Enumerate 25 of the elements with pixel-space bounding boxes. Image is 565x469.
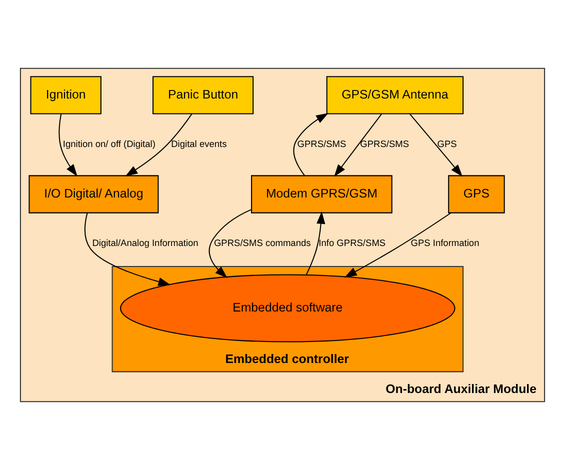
node-box: GPS	[448, 174, 505, 213]
edge-label: Ignition on/ off (Digital)	[62, 138, 156, 148]
edge-label: Digital/Analog Information	[92, 238, 198, 248]
node-box: I/O Digital/ Analog	[28, 174, 159, 213]
edge-label: Digital events	[171, 138, 227, 148]
edge-label: GPRS/SMS	[297, 138, 346, 148]
edge-label: GPRS/SMS commands	[214, 238, 311, 248]
arrow	[208, 208, 252, 278]
node-box: Modem GPRS/GSM	[251, 174, 392, 213]
edge-label: GPRS/SMS	[360, 138, 410, 148]
edge-label: Info GPRS/SMS	[318, 238, 386, 248]
node-box: GPS/GSM Antenna	[326, 76, 464, 114]
node-box: Ignition	[30, 76, 102, 114]
arrow	[293, 112, 329, 176]
arrow	[334, 113, 382, 176]
node-box: Panic Button	[152, 76, 254, 114]
arrow	[125, 113, 192, 176]
node-ellipse: Embedded software	[120, 274, 456, 342]
arrow	[84, 212, 171, 286]
arrow	[58, 113, 78, 176]
arrow	[344, 212, 452, 278]
arrow	[306, 210, 326, 274]
arrow	[410, 113, 463, 176]
edge-label: GPS	[437, 138, 457, 148]
edge-label: GPS Information	[410, 238, 480, 248]
